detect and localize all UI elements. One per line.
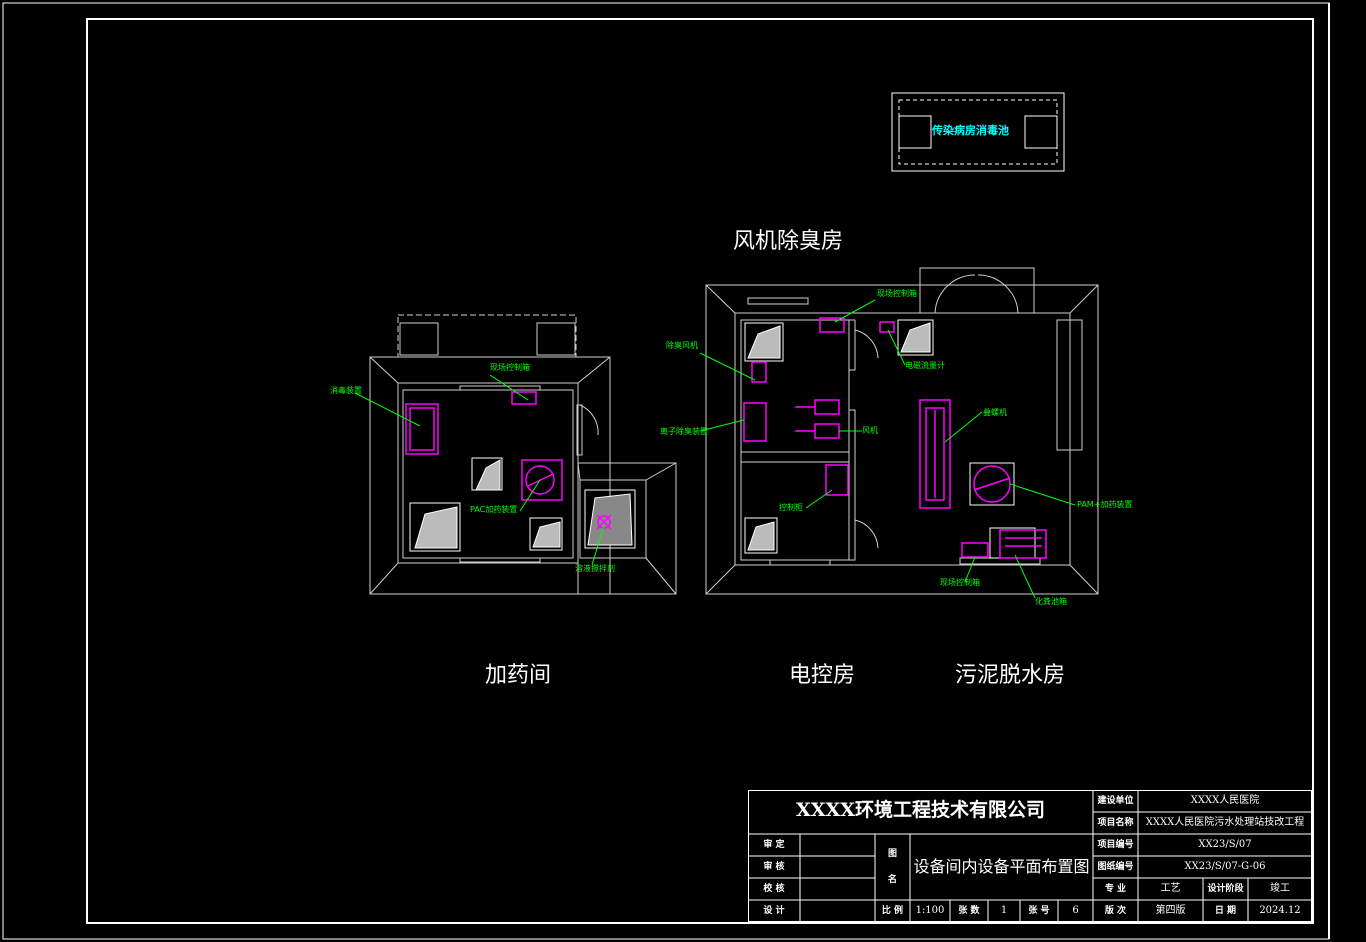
version-value: 第四版 [1155,905,1186,916]
callout-ion-deodor: 离子除臭装置 [660,427,708,436]
callout-sludge-tank: 化粪池箱 [1035,597,1067,606]
sheets-label: 张 数 [958,906,980,916]
room-label-dosing: 加药间 [485,663,552,688]
callout-screw-press: 叠螺机 [983,408,1007,417]
stage-value: 竣工 [1270,883,1290,894]
sheets-value: 1 [1000,905,1008,916]
dosing-building [369,314,677,595]
callout-local-cabinet-a: 现场控制箱 [490,363,530,372]
drawing-name-value: 设备间内设备平面布置图 [913,857,1090,876]
room-label-fan-deodor: 风机除臭房 [733,229,844,254]
callout-pam-device: PAM+加药装置 [1077,500,1133,509]
project-name-label: 项目名称 [1097,818,1134,828]
drawing-name-label-2: 名 [887,875,897,885]
date-label: 日 期 [1214,906,1237,916]
callout-control-cabinet: 控制柜 [779,503,803,512]
dosing-magenta-equipment [405,391,612,530]
project-name-value: XXXX人民医院污水处理站技改工程 [1145,817,1305,828]
right-building [705,267,1099,595]
drawing-frame [2,2,1330,940]
sheet-no-value: 6 [1072,905,1079,916]
callout-local-cabinet-c: 现场控制箱 [940,578,980,587]
build-unit-label: 建设单位 [1097,796,1134,806]
callout-disinfect-device: 消毒装置 [330,386,362,395]
scale-label: 比 例 [881,906,904,916]
version-label: 版 次 [1104,906,1127,916]
callout-pac-device: PAC加药装置 [470,505,518,514]
stage-label: 设计阶段 [1207,884,1244,894]
room-label-sludge: 污泥脱水房 [955,663,1066,688]
callout-deodor-fan: 除臭风机 [666,341,698,350]
major-label: 专 业 [1104,884,1127,894]
design-label: 设 计 [763,906,785,916]
approve-label: 审 定 [763,840,785,850]
major-value: 工艺 [1160,883,1181,894]
drawing-no-label: 图纸编号 [1097,862,1134,872]
callout-local-cabinet-b: 现场控制箱 [877,289,917,298]
project-no-value: XX23/S/07 [1198,839,1252,850]
scale-value: 1:100 [915,905,945,916]
check-label: 校 核 [763,884,785,894]
right-magenta-equipment [743,317,1047,559]
company-name: XXXX环境工程技术有限公司 [796,799,1045,821]
sheet-no-label: 张 号 [1028,906,1050,916]
review-label: 审 核 [763,862,785,872]
drawing-name-label-1: 图 [887,849,897,859]
drawing-no-value: XX23/S/07-G-06 [1184,861,1266,872]
room-label-control: 电控房 [789,663,856,688]
leader-lines [354,299,1076,599]
callout-flowmeter: 电磁流量计 [905,361,945,370]
build-unit-value: XXXX人民医院 [1190,795,1260,806]
disinfect-pool [891,92,1065,172]
callout-fan: 风机 [862,426,878,435]
title-block-grid [748,790,1312,922]
project-no-label: 项目编号 [1097,840,1134,850]
disinfect-pool-label: 传染病房消毒池 [932,124,1009,137]
date-value: 2024.12 [1259,905,1301,916]
callout-dosing-mixer: 溶液搅拌剂 [575,564,615,573]
title-block: XXXX环境工程技术有限公司 建设单位 XXXX人民医院 项目名称 XXXX人民… [748,790,1312,922]
right-equipment-blocks [744,319,1036,559]
